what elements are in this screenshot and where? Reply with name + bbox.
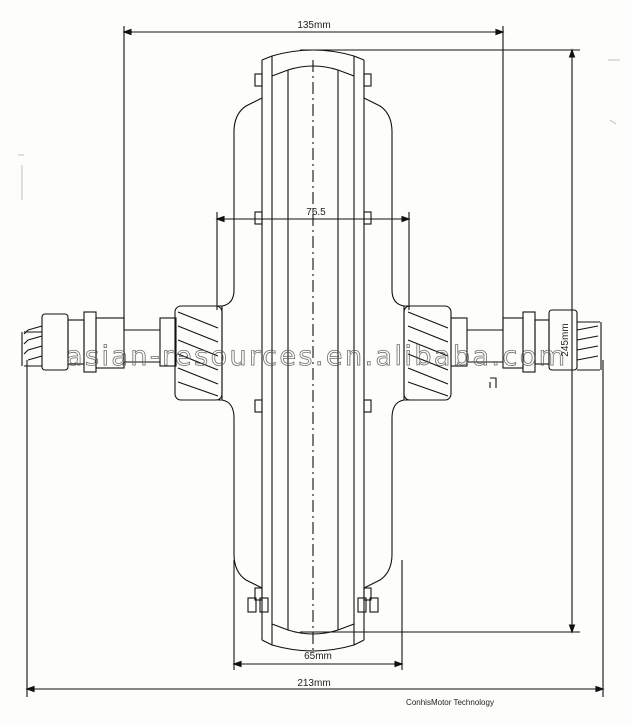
label-top-width: 135mm — [297, 20, 330, 31]
ink-marks — [18, 59, 620, 200]
bolts-left — [247, 73, 269, 613]
bolts-right — [357, 73, 379, 613]
label-overall-width: 213mm — [297, 678, 330, 689]
right-axle — [403, 305, 602, 401]
dim-height — [300, 48, 580, 634]
watermark: asian-resources.en.alibaba.com — [66, 341, 566, 372]
dim-overall-width — [25, 360, 605, 697]
label-height: 245mm — [560, 323, 571, 356]
label-rim-width: 65mm — [304, 651, 332, 662]
label-inner-width: 76.5 — [306, 207, 326, 218]
dim-top-width — [122, 26, 505, 330]
dim-rim-width — [232, 560, 404, 670]
left-axle — [21, 305, 223, 401]
credit-label: ConhisMotor Technology — [406, 698, 494, 707]
